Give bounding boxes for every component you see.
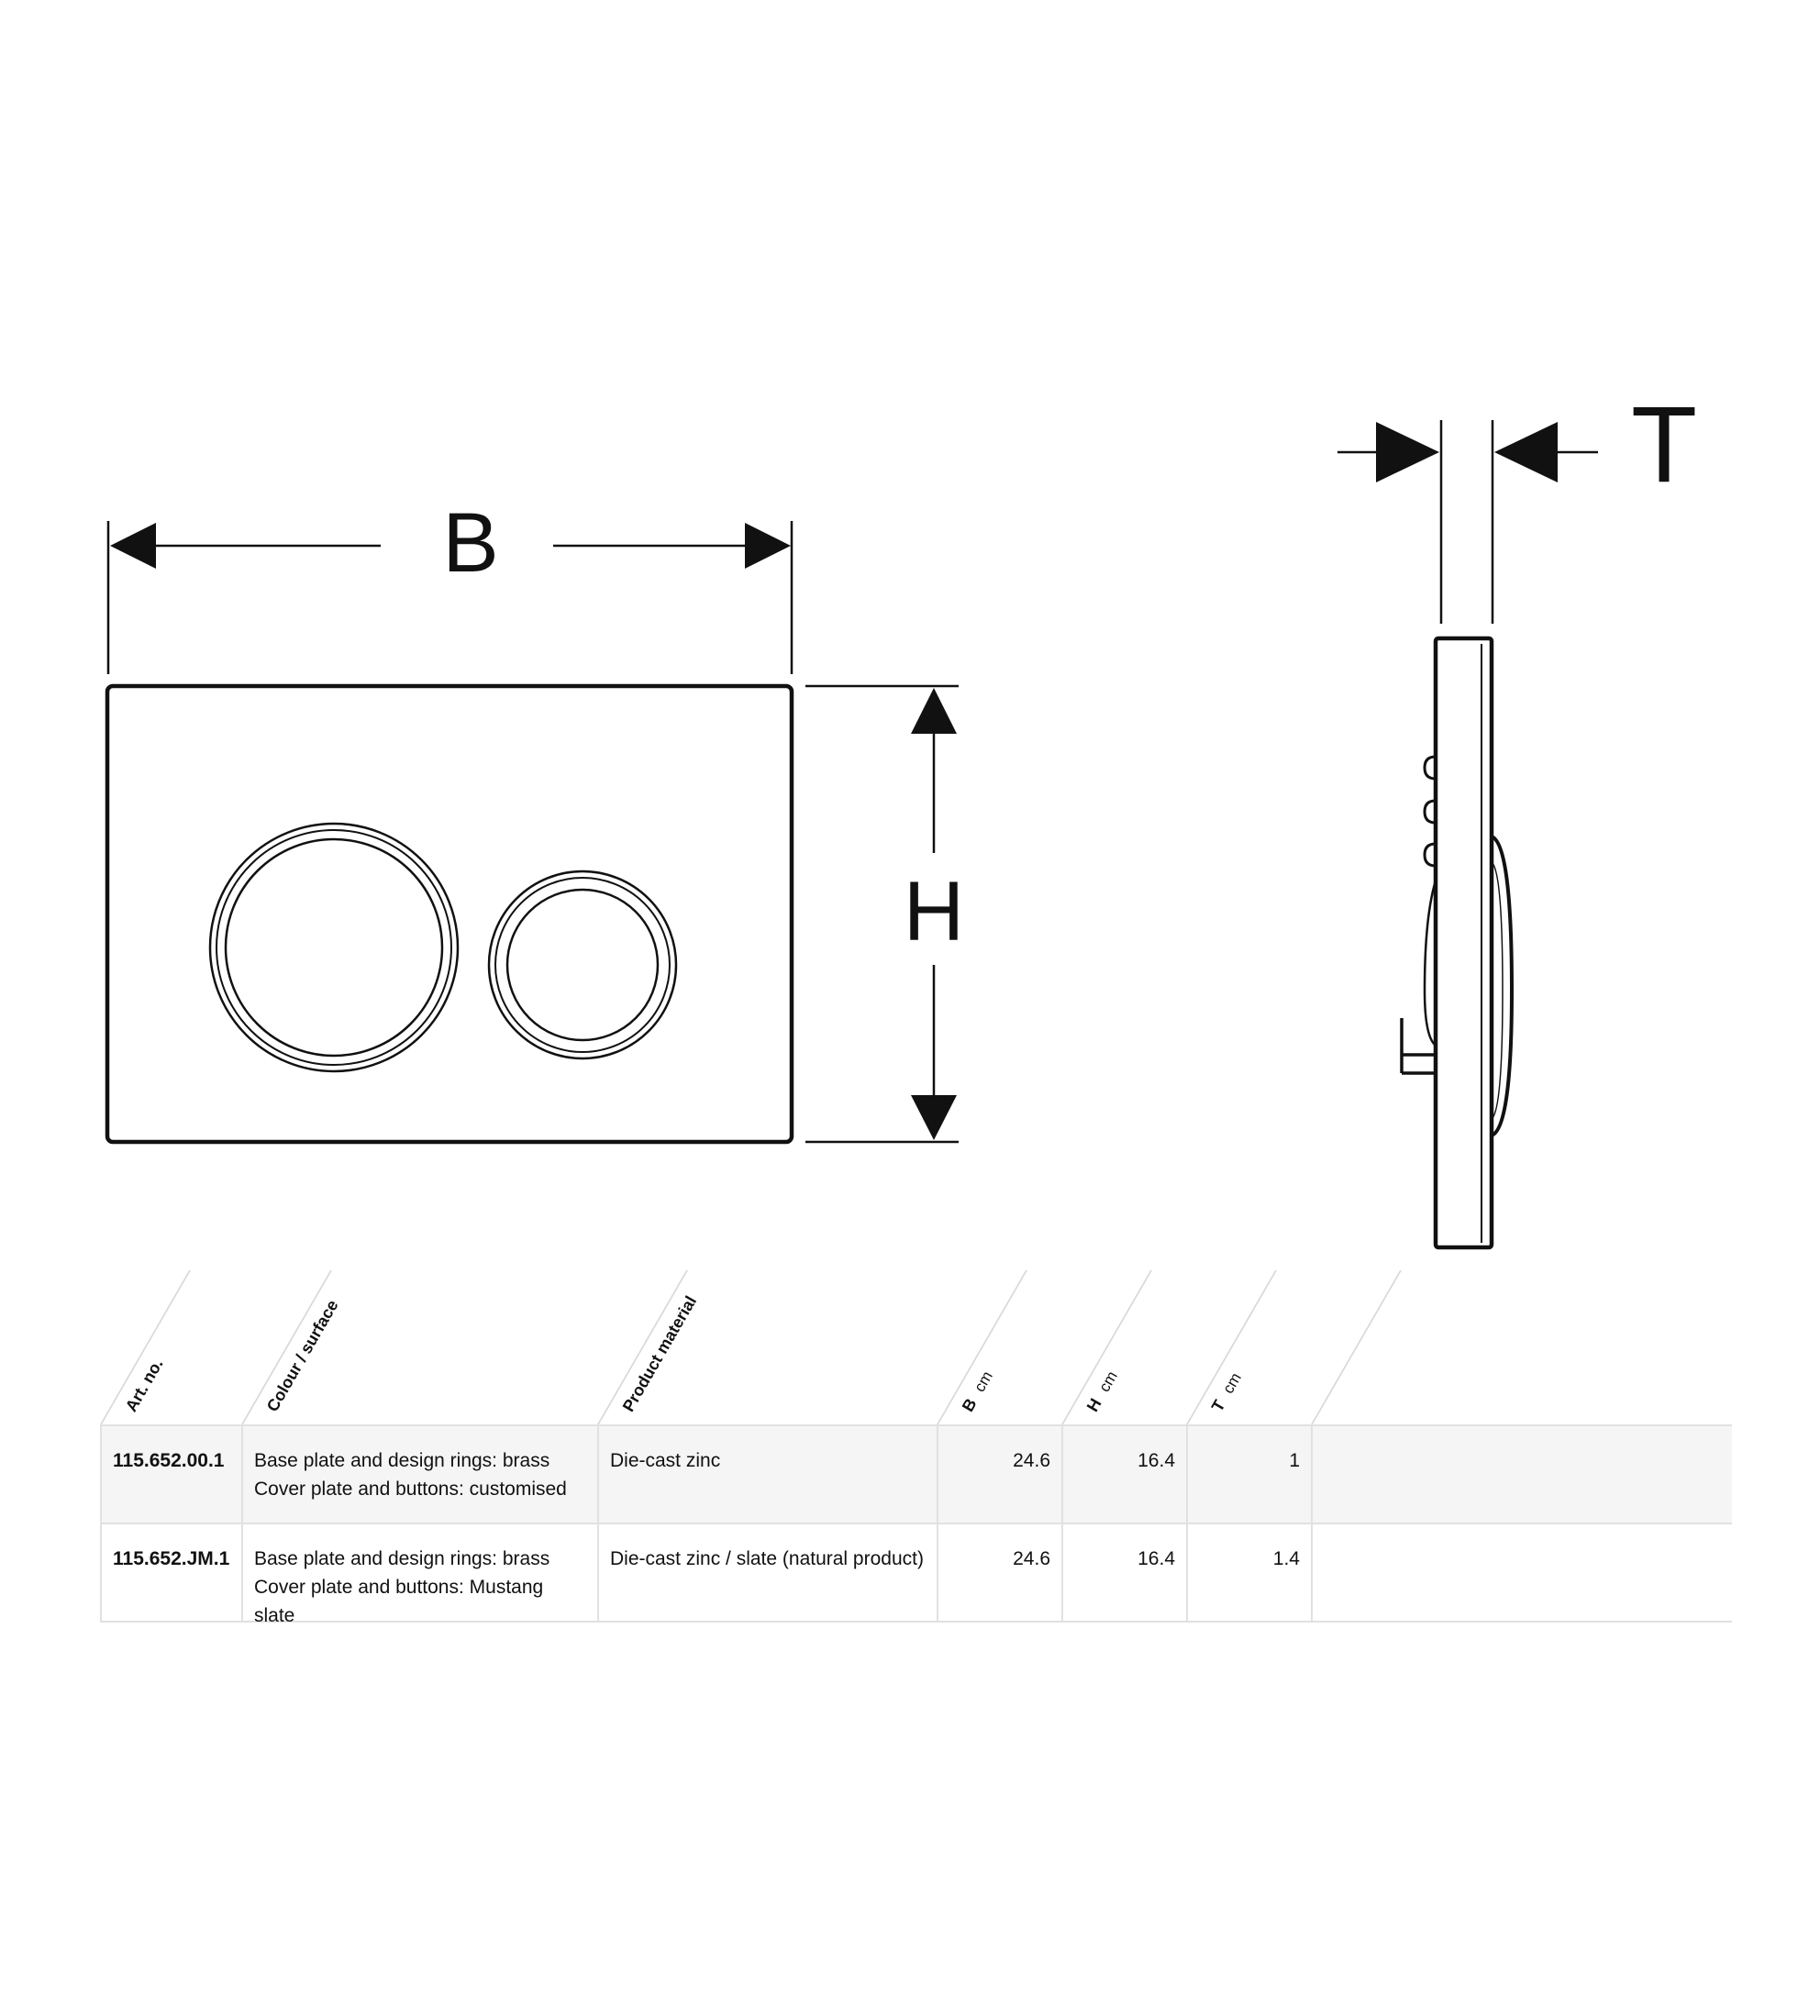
upper-clip: [1423, 755, 1437, 781]
large-flush-button-ring-mid: [216, 829, 452, 1066]
b-cell: 24.6: [937, 1426, 1061, 1523]
cover-plate-side: [1433, 636, 1494, 1250]
b-arrow-left: [110, 523, 156, 569]
h-cell: 16.4: [1061, 1524, 1186, 1621]
colour-line: Base plate and design rings: brass: [254, 1548, 550, 1569]
header-colour-surface: Colour / surface: [262, 1296, 342, 1415]
side-view: [1337, 420, 1598, 1250]
colour-line: Cover plate and buttons: customised: [254, 1479, 567, 1500]
button-profile: [1490, 835, 1515, 1137]
small-flush-button-ring-outer: [487, 870, 678, 1060]
upper-clip-2: [1423, 799, 1437, 825]
empty-cell: [1311, 1426, 1732, 1523]
upper-clip-3: [1423, 842, 1437, 868]
table-header: Art. no. Colour / surface Product materi…: [100, 1270, 1732, 1424]
header-divider: [1311, 1270, 1402, 1424]
header-art-no: Art. no.: [121, 1355, 167, 1415]
art-no-cell: 115.652.JM.1: [100, 1524, 241, 1621]
t-dimension-label: T: [1631, 384, 1697, 505]
t-arrow-right: [1494, 422, 1558, 482]
empty-cell: [1311, 1524, 1732, 1621]
table-row: 115.652.00.1 Base plate and design rings…: [100, 1424, 1732, 1524]
art-no-cell: 115.652.00.1: [100, 1426, 241, 1523]
h-arrow-bottom: [911, 1095, 957, 1140]
small-flush-button-ring-mid: [494, 877, 671, 1053]
front-view: [105, 521, 959, 1145]
material-cell: Die-cast zinc / slate (natural product): [597, 1524, 937, 1621]
cover-plate-front: [105, 683, 794, 1145]
h-dimension-label: H: [904, 865, 964, 958]
colour-surface-cell: Base plate and design rings: brass Cover…: [241, 1524, 597, 1626]
header-product-material: Product material: [618, 1292, 701, 1415]
lower-clip: [1400, 1018, 1436, 1075]
table-row: 115.652.JM.1 Base plate and design rings…: [100, 1524, 1732, 1626]
t-arrow-left: [1376, 422, 1439, 482]
b-cell: 24.6: [937, 1524, 1061, 1621]
b-arrow-right: [745, 523, 791, 569]
b-dimension-label: B: [442, 496, 498, 590]
t-cell: 1.4: [1186, 1524, 1311, 1621]
h-cell: 16.4: [1061, 1426, 1186, 1523]
button-profile-inner: [1491, 861, 1504, 1120]
dimension-drawing: B H T: [105, 384, 1697, 1250]
material-cell: Die-cast zinc: [597, 1426, 937, 1523]
colour-line: Base plate and design rings: brass: [254, 1450, 550, 1471]
colour-line: Cover plate and buttons: Mustang slate: [254, 1577, 544, 1626]
large-flush-button: [224, 837, 444, 1058]
t-cell: 1: [1186, 1426, 1311, 1523]
large-flush-button-ring-outer: [208, 822, 460, 1073]
colour-surface-cell: Base plate and design rings: brass Cover…: [241, 1426, 597, 1523]
small-flush-button: [505, 888, 660, 1042]
lever-profile: [1423, 880, 1437, 1047]
h-arrow-top: [911, 688, 957, 734]
specification-table: Art. no. Colour / surface Product materi…: [100, 1270, 1732, 1626]
